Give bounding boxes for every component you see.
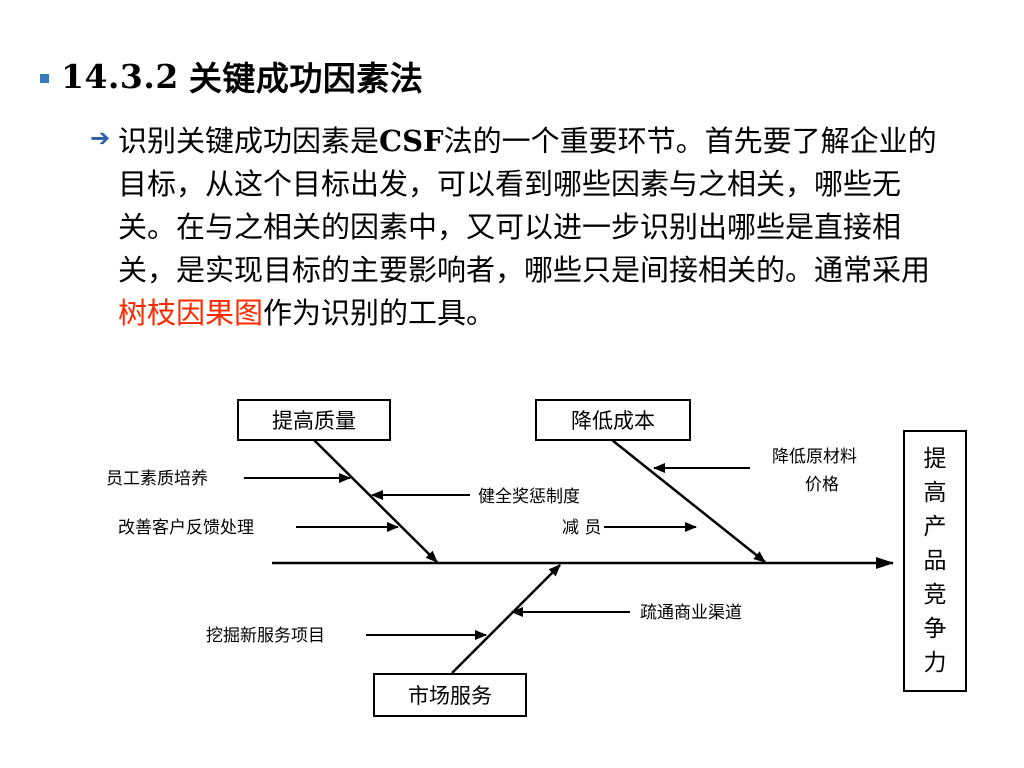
market-bone-arrow [451, 564, 561, 674]
label-incentive: 健全奖惩制度 [478, 487, 580, 507]
target-box [903, 430, 967, 692]
cost-box-label: 降低成本 [571, 409, 655, 433]
para-part4: 作为识别的工具。 [263, 296, 496, 330]
square-bullet-icon [40, 73, 49, 83]
target-char-4: 品 [924, 548, 947, 574]
label-channels: 疏通商业渠道 [640, 603, 742, 623]
title-text: 关键成功因素法 [188, 59, 424, 98]
slide-title: 14.3.2 关键成功因素法 [40, 52, 423, 100]
label-staff-training: 员工素质培养 [106, 469, 208, 489]
label-material-cost-line1: 降低原材料 [772, 447, 857, 467]
para-highlight: 树枝因果图 [118, 296, 264, 330]
target-char-1: 提 [924, 446, 947, 472]
para-csf: CSF [379, 124, 444, 158]
label-feedback: 改善客户反馈处理 [118, 518, 254, 538]
body-paragraph: 识别关键成功因素是CSF法的一个重要环节。首先要了解企业的目标，从这个目标出发，… [118, 120, 953, 335]
para-part3: 法的一个重要环节。首先要了解企业的目标，从这个目标出发，可以看到哪些因素与之相关… [118, 124, 937, 287]
label-material-cost-line2: 价格 [805, 475, 839, 495]
market-box [373, 673, 527, 717]
target-char-6: 争 [924, 616, 947, 642]
target-char-7: 力 [924, 650, 947, 676]
target-char-5: 竞 [924, 582, 947, 608]
cost-box [535, 399, 691, 441]
target-char-3: 产 [924, 514, 947, 540]
quality-box-label: 提高质量 [272, 409, 356, 433]
cost-bone-arrow [611, 439, 766, 563]
label-new-services: 挖掘新服务项目 [206, 626, 325, 646]
title-number: 14.3.2 [61, 56, 179, 96]
target-char-2: 高 [924, 480, 947, 506]
market-box-label: 市场服务 [408, 684, 492, 708]
label-reduce-staff: 减 员 [562, 518, 601, 538]
para-part1: 识别关键成功因素是 [118, 124, 380, 158]
quality-box [237, 399, 391, 441]
arrow-bullet-icon: ➔ [90, 124, 111, 152]
quality-bone-arrow [313, 439, 438, 563]
